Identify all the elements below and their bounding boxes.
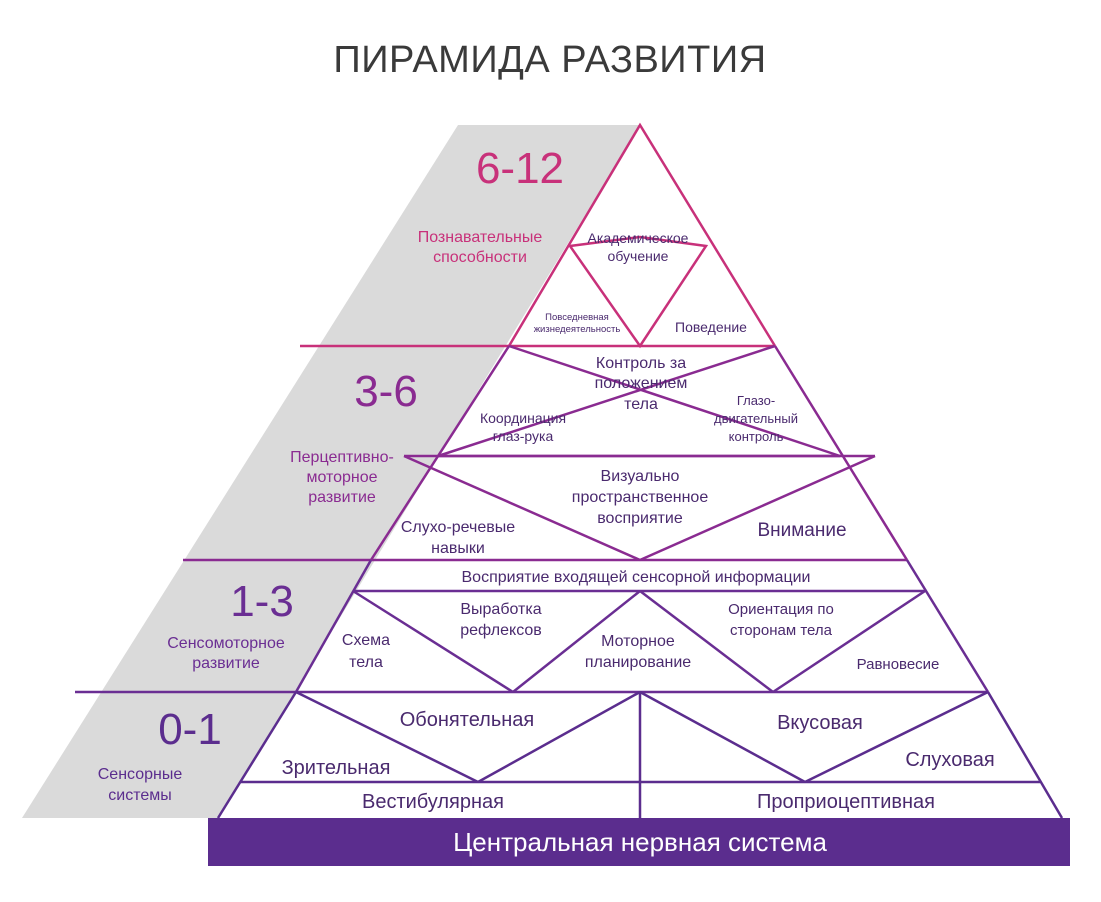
cns-bar	[208, 818, 1070, 866]
cell-visual-spatial-line2: пространственное	[572, 489, 709, 506]
cell-body-sides-line1: Ориентация по	[728, 601, 834, 618]
cell-posture-line2: положением	[595, 375, 688, 392]
age-3-6: 3-6	[354, 367, 418, 416]
level-0-1-label-line2: системы	[108, 787, 171, 804]
cell-oculomotor-line1: Глазо-	[737, 393, 775, 408]
cell-oculomotor-line3: контроль	[729, 429, 784, 444]
cell-visual: Зрительная	[282, 757, 391, 779]
cell-auditory-speech-line1: Слухо-речевые	[401, 519, 515, 536]
cell-body-sides-line2: сторонам тела	[730, 622, 833, 639]
side-label-3-6: 3-6 Перцептивно- моторное развитие	[290, 367, 418, 506]
cell-attention: Внимание	[757, 520, 846, 541]
level-6-12-label-line1: Познавательные	[418, 229, 543, 246]
cell-eyehand-line1: Координация	[480, 410, 566, 426]
cell-academic-line2: обучение	[608, 248, 669, 264]
cell-daily-line1: Повседневная	[545, 312, 609, 323]
cell-reflexes-line1: Выработка	[460, 601, 541, 618]
cell-balance: Равновесие	[857, 656, 940, 673]
level-0-1-label-line1: Сенсорные	[98, 766, 183, 783]
cell-auditory-speech-line2: навыки	[431, 540, 485, 557]
level-1-3-lines	[75, 559, 990, 694]
cell-visual-spatial-line3: восприятие	[597, 510, 683, 527]
cell-behavior: Поведение	[675, 319, 747, 335]
side-label-0-1: 0-1 Сенсорные системы	[98, 705, 222, 804]
cell-posture-line3: тела	[624, 396, 658, 413]
cell-hearing: Слуховая	[905, 749, 994, 771]
cns-label: Центральная нервная система	[453, 827, 827, 857]
cell-motor-planning-line1: Моторное	[601, 633, 675, 650]
cell-motor-planning-line2: планирование	[585, 654, 691, 671]
level-6-12-lines	[300, 122, 777, 349]
age-6-12: 6-12	[476, 144, 564, 193]
cell-visual-spatial-line1: Визуально	[601, 468, 680, 485]
level-6-12-label-line2: способности	[433, 249, 527, 266]
side-label-6-12: 6-12 Познавательные способности	[418, 144, 564, 266]
age-0-1: 0-1	[158, 705, 222, 754]
level-3-6-label-line1: Перцептивно-	[290, 449, 394, 466]
level-1-3-label-line2: развитие	[192, 655, 260, 672]
cell-olfactory: Обонятельная	[400, 709, 535, 731]
cell-taste: Вкусовая	[777, 712, 863, 734]
level-3-6-label-line2: моторное	[306, 469, 377, 486]
cell-daily-line2: жизнедеятельность	[534, 324, 621, 335]
pyramid-body	[218, 125, 1062, 818]
level-3-6-lines	[183, 344, 909, 562]
cell-reflexes-line2: рефлексов	[460, 622, 542, 639]
cell-body-scheme-line1: Схема	[342, 632, 390, 649]
cell-proprioceptive: Проприоцептивная	[757, 791, 935, 813]
age-1-3: 1-3	[230, 577, 294, 626]
cell-vestibular: Вестибулярная	[362, 791, 504, 813]
cell-body-scheme-line2: тела	[349, 654, 383, 671]
cell-posture-line1: Контроль за	[596, 355, 686, 372]
level-0-1-lines	[216, 690, 1064, 819]
cell-academic-line1: Академическое	[588, 230, 689, 246]
side-label-1-3: 1-3 Сенсомоторное развитие	[167, 577, 294, 672]
level-3-6-label-line3: развитие	[308, 489, 376, 506]
cell-sensory-input: Восприятие входящей сенсорной информации	[462, 569, 811, 586]
cell-oculomotor-line2: двигательный	[714, 411, 798, 426]
diagram-title: ПИРАМИДА РАЗВИТИЯ	[333, 39, 766, 81]
level-1-3-label-line1: Сенсомоторное	[167, 635, 285, 652]
cell-eyehand-line2: глаз-рука	[493, 428, 554, 444]
